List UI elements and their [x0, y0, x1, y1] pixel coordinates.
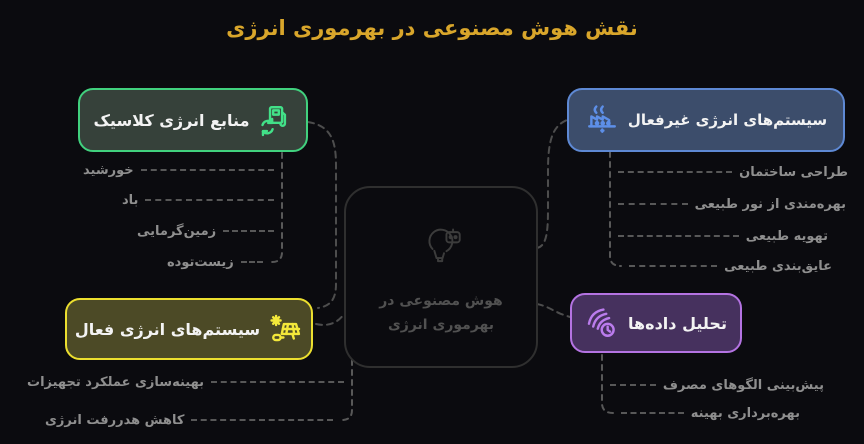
connector-dash [618, 171, 733, 173]
item-label: پیش‌بینی الگوهای مصرف [662, 377, 824, 393]
branch-label: تحلیل داده‌ها [628, 313, 727, 333]
list-item-natural-ventilation: تهویه طبیعی [611, 225, 828, 247]
center-node-label: هوش مصنوعی در بهرموری انرژی [379, 289, 502, 338]
item-label: تهویه طبیعی [745, 228, 828, 244]
connector-dash [223, 230, 274, 232]
item-label: بهینه‌سازی عملکرد تجهیزات [27, 374, 205, 390]
item-label: بهره‌برداری بهینه [690, 405, 800, 421]
connector-dash [610, 384, 656, 386]
list-item-natural-insulation: عایق‌بندی طبیعی [622, 255, 832, 277]
list-item-natural-light: بهره‌مندی از نور طبیعی [611, 193, 846, 215]
branch-label: سیستم‌های انرژی فعال [74, 319, 261, 339]
item-label: بهره‌مندی از نور طبیعی [694, 196, 846, 212]
item-label: زیست‌توده [167, 254, 234, 270]
list-item-optimal-utilization: بهره‌برداری بهینه [614, 402, 800, 424]
connector-dash [629, 265, 718, 267]
list-item-biomass: زیست‌توده [167, 251, 270, 273]
center-label-line1: هوش مصنوعی در [379, 292, 503, 309]
connector-dash [140, 169, 274, 171]
item-label: عایق‌بندی طبیعی [724, 258, 832, 274]
connector-dash [240, 261, 263, 263]
solar-panel-sun-icon [269, 312, 303, 346]
item-label: زمین‌گرمایی [137, 223, 217, 239]
ai-lightbulb-icon [412, 217, 470, 275]
factory-steam-icon [585, 103, 619, 137]
branch-box-passive-energy: سیستم‌های انرژی غیرفعال [567, 88, 845, 152]
branch-box-classic-energy: منابع انرژی کلاسیک [78, 88, 308, 152]
branch-label: سیستم‌های انرژی غیرفعال [627, 111, 828, 129]
connector-dash [191, 419, 333, 421]
connector-dash [621, 412, 684, 414]
connector-dash [211, 381, 344, 383]
branch-box-data-analysis: تحلیل داده‌ها [570, 293, 742, 353]
branch-box-active-energy: سیستم‌های انرژی فعال [65, 298, 313, 360]
branch-label: منابع انرژی کلاسیک [93, 110, 250, 130]
fuel-pump-recycle-icon [258, 103, 292, 137]
item-label: طراحی ساختمان [739, 164, 848, 180]
airflow-clock-icon [585, 306, 619, 340]
list-item-wind: باد [122, 189, 281, 211]
connector-dash [145, 199, 274, 201]
item-label: باد [122, 192, 139, 208]
item-label: کاهش هدررفت انرژی [45, 412, 185, 428]
connector-dash [618, 235, 739, 237]
list-item-waste-reduction: کاهش هدررفت انرژی [45, 409, 340, 431]
list-item-consumption-prediction: پیش‌بینی الگوهای مصرف [603, 374, 824, 396]
list-item-equipment-optimization: بهینه‌سازی عملکرد تجهیزات [27, 371, 351, 393]
page-title: نقش هوش مصنوعی در بهرموری انرژی [226, 16, 638, 40]
connector-dash [618, 203, 688, 205]
list-item-geothermal: زمین‌گرمایی [137, 220, 281, 242]
center-label-line2: بهرموری انرژی [387, 317, 495, 333]
item-label: خورشید [83, 162, 134, 178]
list-item-building-design: طراحی ساختمان [611, 161, 848, 183]
list-item-sun: خورشید [83, 159, 281, 181]
center-node: هوش مصنوعی در بهرموری انرژی [344, 186, 538, 368]
